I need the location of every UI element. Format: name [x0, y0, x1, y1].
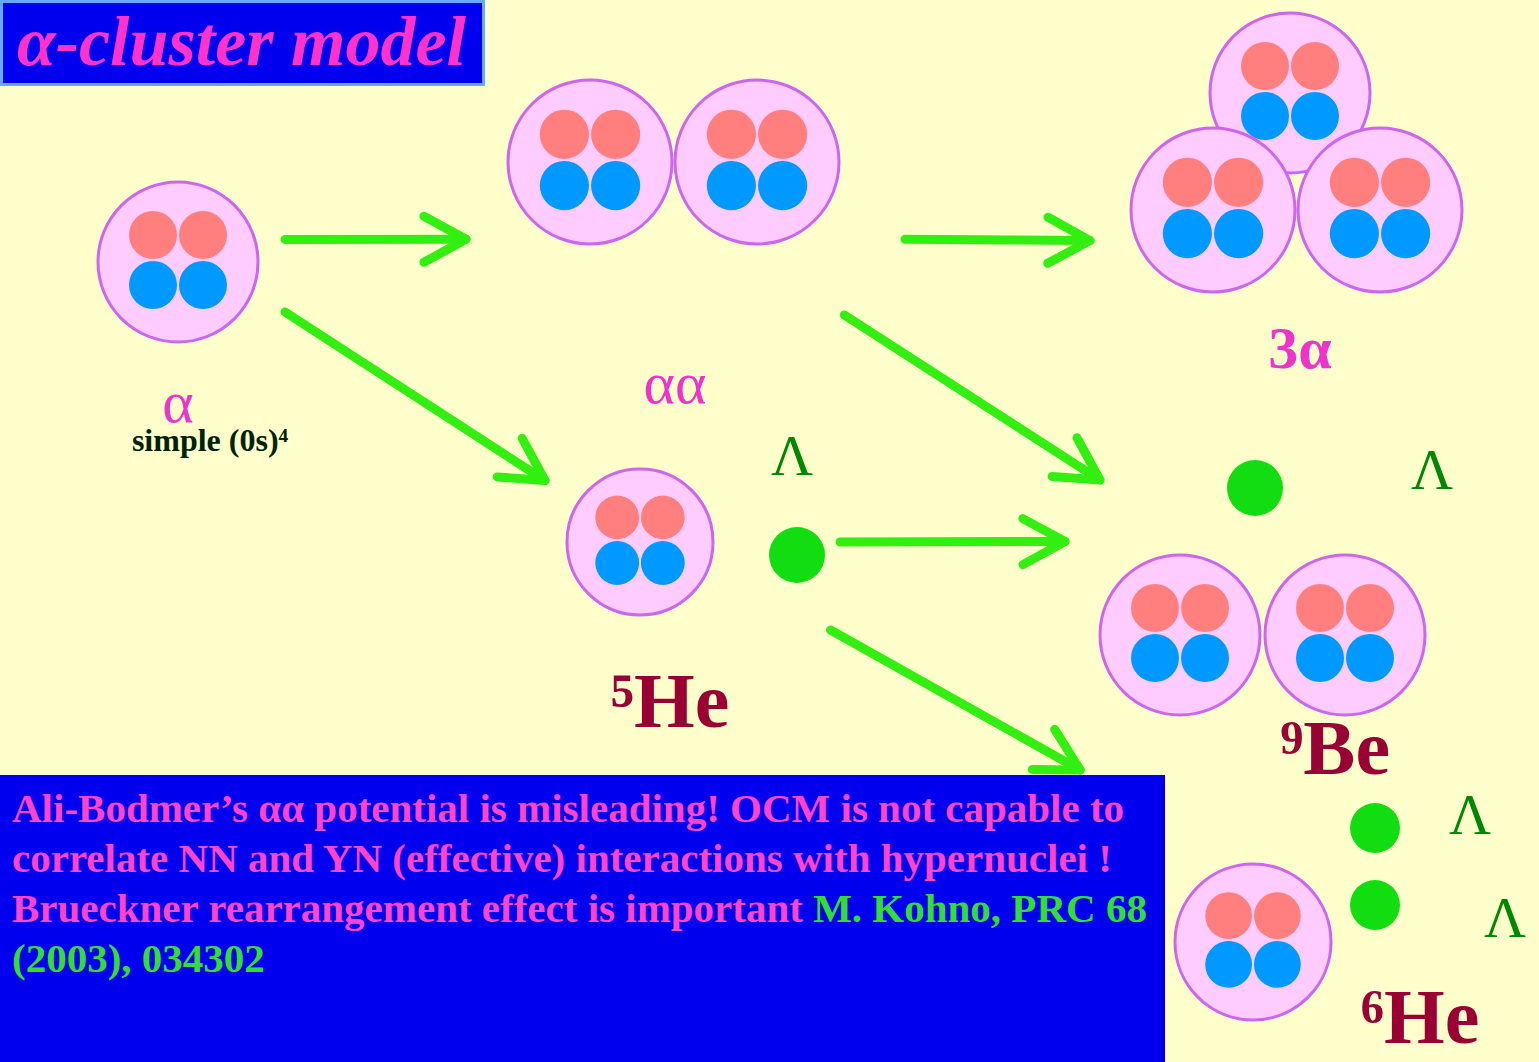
- cluster-label: 3α: [1268, 318, 1332, 378]
- lambda-particle: [769, 527, 825, 583]
- arrow-shaft: [840, 537, 1065, 546]
- proton: [179, 211, 227, 259]
- neutron: [707, 161, 756, 210]
- proton: [1214, 158, 1263, 207]
- note-text: Ali-Bodmer’s αα potential is misleading!…: [12, 783, 1153, 983]
- arrow-connector: [831, 630, 1081, 770]
- cluster-label: αα: [644, 353, 707, 413]
- lambda-label: Λ: [1449, 786, 1491, 844]
- neutron: [1381, 209, 1430, 258]
- neutron: [641, 541, 685, 585]
- alpha-particle: [567, 469, 713, 615]
- alpha-alpha-cluster: αα: [506, 78, 841, 246]
- cluster-label: α: [162, 372, 193, 432]
- hypernucleus-cluster: ΛΛ⁶He: [1173, 862, 1333, 1022]
- proton: [1181, 584, 1229, 632]
- neutron: [1205, 941, 1252, 988]
- neutron: [1291, 92, 1339, 140]
- proton: [591, 110, 640, 159]
- cluster-drawing: [1173, 862, 1333, 1022]
- arrow-shaft: [285, 312, 545, 481]
- proton: [1346, 584, 1394, 632]
- proton: [595, 495, 639, 539]
- lambda-particle: [1227, 460, 1283, 516]
- proton: [1131, 584, 1179, 632]
- proton: [1291, 42, 1339, 90]
- neutron: [595, 541, 639, 585]
- alpha-particle: [1131, 128, 1295, 292]
- proton: [1330, 158, 1379, 207]
- lambda-label: Λ: [1411, 441, 1453, 499]
- hypernucleus-cluster: Λ⁵He: [565, 467, 715, 617]
- neutron: [1214, 209, 1263, 258]
- neutron: [129, 261, 177, 309]
- proton: [1205, 892, 1252, 939]
- proton: [1381, 158, 1430, 207]
- cluster-drawing: [506, 78, 841, 246]
- neutron: [1296, 634, 1344, 682]
- proton: [1163, 158, 1212, 207]
- lambda-particle: [1350, 803, 1400, 853]
- arrowhead: [1052, 438, 1100, 480]
- alpha-cluster: αsimple (0s)⁴: [96, 180, 260, 345]
- proton: [129, 211, 177, 259]
- title-banner: α-cluster model: [0, 0, 485, 86]
- proton: [540, 110, 589, 159]
- alpha-particle: [508, 80, 672, 244]
- neutron: [1346, 634, 1394, 682]
- arrowhead: [497, 438, 545, 480]
- arrow-connector: [905, 217, 1090, 263]
- cluster-drawing: [565, 467, 715, 617]
- alpha-particle: [1175, 864, 1331, 1020]
- neutron: [1131, 634, 1179, 682]
- note-box: Ali-Bodmer’s αα potential is misleading!…: [0, 775, 1165, 1062]
- cluster-drawing: [1098, 553, 1427, 717]
- arrow-shaft: [285, 235, 466, 244]
- arrow-shaft: [844, 315, 1100, 480]
- neutron: [758, 161, 807, 210]
- arrow-connector: [844, 315, 1100, 480]
- arrowhead: [1023, 519, 1065, 565]
- arrowhead: [424, 216, 466, 262]
- neutron: [1254, 941, 1301, 988]
- proton: [1254, 892, 1301, 939]
- alpha-particle: [675, 80, 839, 244]
- alpha-particle: [1265, 555, 1425, 715]
- neutron: [540, 161, 589, 210]
- lambda-label: Λ: [771, 427, 813, 485]
- cluster-drawing: [1129, 13, 1464, 294]
- lambda-label: Λ: [1484, 889, 1526, 947]
- alpha-particle: [1100, 555, 1260, 715]
- configuration-note: simple (0s)⁴: [132, 424, 288, 456]
- proton: [641, 495, 685, 539]
- alpha-particle: [98, 182, 258, 342]
- nucleus-label: ⁵He: [611, 662, 730, 740]
- proton: [707, 110, 756, 159]
- proton: [1296, 584, 1344, 632]
- three-alpha-cluster: 3α: [1129, 13, 1464, 294]
- hypernucleus-cluster: Λ⁹Be: [1098, 553, 1427, 717]
- neutron: [1163, 209, 1212, 258]
- arrowhead: [1032, 729, 1080, 770]
- nucleus-label: ⁶He: [1361, 978, 1480, 1056]
- arrow-shaft: [831, 630, 1081, 770]
- alpha-particle: [1298, 128, 1462, 292]
- arrow-connector: [285, 312, 545, 481]
- arrow-connector: [285, 216, 466, 262]
- arrowhead: [1048, 217, 1090, 263]
- nucleus-label: ⁹Be: [1280, 709, 1390, 787]
- lambda-particle: [1350, 880, 1400, 930]
- cluster-drawing: [96, 180, 260, 345]
- neutron: [1181, 634, 1229, 682]
- arrow-shaft: [905, 239, 1090, 240]
- proton: [1241, 42, 1289, 90]
- neutron: [1241, 92, 1289, 140]
- proton: [758, 110, 807, 159]
- arrow-connector: [840, 519, 1065, 565]
- neutron: [1330, 209, 1379, 258]
- neutron: [591, 161, 640, 210]
- neutron: [179, 261, 227, 309]
